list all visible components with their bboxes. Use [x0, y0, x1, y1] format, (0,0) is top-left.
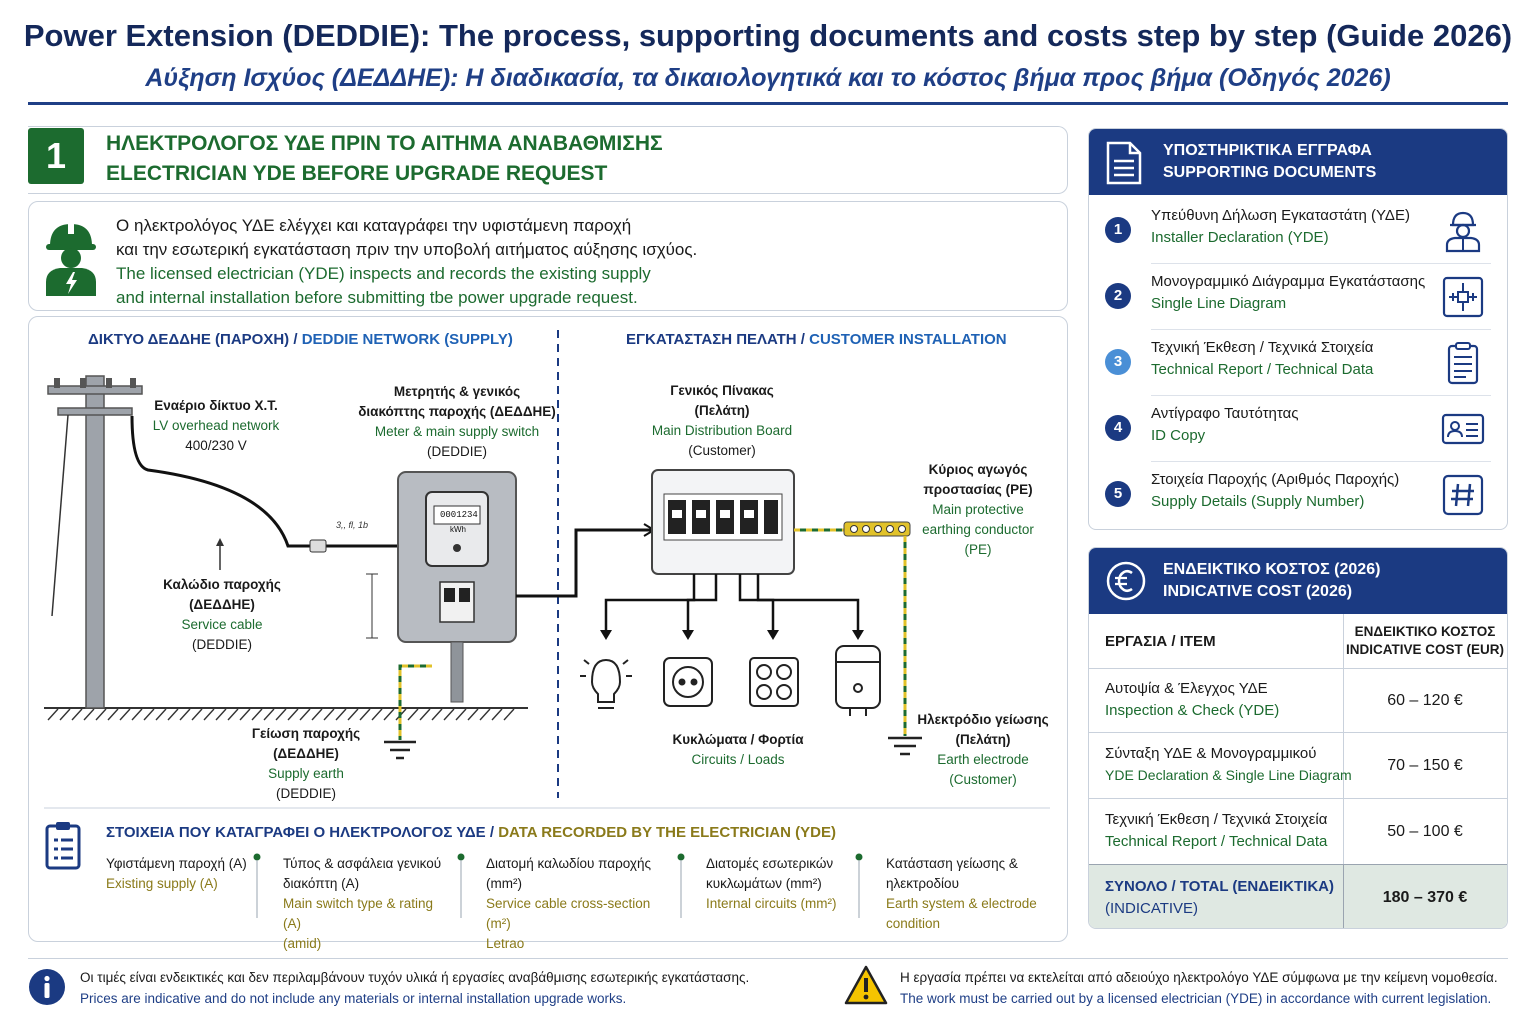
meter-reading: 0001234: [440, 510, 478, 520]
customer-earth-symbol: [888, 736, 922, 756]
column-divider: [1343, 865, 1344, 928]
cost-title-en: INDICATIVE COST (2026): [1163, 583, 1353, 600]
diagram-icon: [1442, 276, 1484, 318]
footer-note: Οι τιμές είναι ενδεικτικές και δεν περιλ…: [80, 970, 750, 1006]
recorded-data-heading: ΣΤΟΙΧΕΙΑ ΠΟΥ ΚΑΤΑΓΡΑΦΕΙ Ο ΗΛΕΚΤΡΟΛΟΓΟΣ Υ…: [106, 824, 836, 841]
document-item-4: 4 Αντίγραφο Ταυτότητας ID Copy: [1089, 395, 1507, 461]
document-separator: [1151, 395, 1491, 396]
supply-earth-symbol: [384, 740, 416, 760]
lamp-icon: [580, 658, 632, 709]
intro-text-en-1: The licensed electrician (YDE) inspects …: [116, 264, 651, 283]
worker-icon: [1445, 211, 1481, 253]
meter-cabinet: [397, 471, 517, 703]
cable-note: 3,, fl, 1b: [336, 520, 369, 530]
documents-panel: ΥΠΟΣΤΗΡΙΚΤΙΚΑ ΕΓΓΡΑΦΑ SUPPORTING DOCUMEN…: [1088, 128, 1508, 530]
step-header-frame: [28, 126, 1068, 194]
network-section-heading: ΔΙΚΤΥΟ ΔΕΔΔΗΕ (ΠΑΡΟΧΗ) / DEDDIE NETWORK …: [88, 331, 513, 348]
pe-conductor-label: Κύριος αγωγός προστασίας (PE) Main prote…: [922, 462, 1034, 557]
cost-table-header: ΕΡΓΑΣΙΑ / ITEM ΕΝΔΕΙΚΤΙΚΟ ΚΟΣΤΟΣ INDICAT…: [1089, 614, 1507, 669]
clipboard-icon: [1447, 342, 1479, 385]
recorded-separator-2: [457, 853, 465, 918]
row-separator: [1089, 732, 1507, 733]
documents-title-gr: ΥΠΟΣΤΗΡΙΚΤΙΚΑ ΕΓΓΡΑΦΑ: [1163, 142, 1372, 159]
water-heater-icon: [835, 645, 881, 716]
distribution-board-label: Γενικός Πίνακας (Πελάτη) Main Distributi…: [651, 383, 793, 458]
page-title: Power Extension (DEDDIE): The process, s…: [23, 18, 1513, 53]
recorded-item-5: Κατάσταση γείωσης &ηλεκτροδίου Earth sys…: [886, 856, 1037, 931]
info-icon: [29, 969, 65, 1005]
supply-earth-label: Γείωση παροχής (ΔΕΔΔΗΕ) Supply earth (DE…: [251, 726, 361, 801]
meter-unit: kWh: [450, 525, 466, 534]
document-item-3: 3 Τεχνική Έκθεση / Τεχνικά Στοιχεία Tech…: [1089, 329, 1507, 395]
document-item-2: 2 Μονογραμμικό Διάγραμμα Εγκατάστασης Si…: [1089, 263, 1507, 329]
document-icon: [1106, 141, 1142, 185]
service-cable-label: Καλώδιο παροχής (ΔΕΔΔΗΕ) Service cable (…: [163, 577, 281, 652]
step-number-badge: 1: [28, 128, 84, 184]
warning-icon: [844, 965, 888, 1005]
id-card-icon: [1441, 413, 1485, 445]
overhead-network-label: Εναέριο δίκτυο Χ.Τ. LV overhead network …: [152, 398, 280, 453]
cost-row-1: Αυτοψία & Έλεγχος ΥΔΕ Inspection & Check…: [1105, 680, 1463, 719]
column-cost-header-gr: ΕΝΔΕΙΚΤΙΚΟ ΚΟΣΤΟΣ: [1354, 624, 1496, 639]
cost-row-2: Σύνταξη ΥΔΕ & Μονογραμμικού YDE Declarat…: [1105, 745, 1463, 783]
checklist-icon: [45, 822, 81, 870]
document-separator: [1151, 461, 1491, 462]
document-separator: [1151, 329, 1491, 330]
recorded-separator-4: [855, 853, 863, 918]
intro-text-en-2: and internal installation before submitt…: [116, 288, 638, 307]
footer-divider: [28, 958, 1508, 959]
intro-panel: [28, 201, 1068, 311]
page-subtitle: Αύξηση Ισχύος (ΔΕΔΔΗΕ): Η διαδικασία, τα…: [145, 64, 1391, 92]
documents-header: ΥΠΟΣΤΗΡΙΚΤΙΚΑ ΕΓΓΡΑΦΑ SUPPORTING DOCUMEN…: [1089, 129, 1507, 195]
recorded-item-1: Υφιστάμενη παροχή (A)Existing supply (A): [106, 856, 247, 891]
intro-text-gr-1: Ο ηλεκτρολόγος ΥΔΕ ελέγχει και καταγράφε…: [116, 216, 632, 235]
customer-section-heading: ΕΓΚΑΤΑΣΤΑΣΗ ΠΕΛΑΤΗ / CUSTOMER INSTALLATI…: [626, 331, 1007, 348]
documents-title-en: SUPPORTING DOCUMENTS: [1163, 164, 1377, 181]
column-divider: [1343, 614, 1344, 668]
earth-electrode-label: Ηλεκτρόδιο γείωσης (Πελάτη) Earth electr…: [917, 712, 1049, 787]
cost-title-gr: ΕΝΔΕΙΚΤΙΚΟ ΚΟΣΤΟΣ (2026): [1163, 561, 1381, 578]
intro-text-gr-2: και την εσωτερική εγκατάσταση πριν την υ…: [116, 240, 698, 259]
total-label-gr: ΣΥΝΟΛΟ / TOTAL (ΕΝΔΕΙΚΤΙΚΑ): [1105, 878, 1334, 895]
footer-warning: Η εργασία πρέπει να εκτελείται από αδειο…: [900, 970, 1498, 1006]
step-title-gr: ΗΛΕΚΤΡΟΛΟΓΟΣ ΥΔΕ ΠΡΙΝ ΤΟ ΑΙΤΗΜΑ ΑΝΑΒΑΘΜΙ…: [106, 132, 663, 155]
step-title-en: ELECTRICIAN YDE BEFORE UPGRADE REQUEST: [106, 162, 608, 185]
document-item-1: 1 Υπεύθυνη Δήλωση Εγκαταστάτη (ΥΔΕ) Inst…: [1089, 197, 1507, 263]
circuits-label: Κυκλώματα / Φορτία Circuits / Loads: [672, 732, 804, 767]
cost-total-row: ΣΥΝΟΛΟ / TOTAL (ΕΝΔΕΙΚΤΙΚΑ) (INDICATIVE)…: [1089, 864, 1507, 928]
diagram-panel: [28, 316, 1068, 942]
row-separator: [1089, 798, 1507, 799]
column-cost-header-en: INDICATIVE COST (EUR): [1346, 642, 1504, 657]
cooktop-icon: [749, 657, 799, 707]
utility-pole: [47, 375, 143, 709]
socket-icon: [663, 657, 713, 707]
euro-icon: [1106, 561, 1146, 601]
cost-row-3: Τεχνική Έκθεση / Τεχνικά Στοιχεία Techni…: [1105, 811, 1463, 850]
document-separator: [1151, 263, 1491, 264]
cost-header: ΕΝΔΕΙΚΤΙΚΟ ΚΟΣΤΟΣ (2026) INDICATIVE COST…: [1089, 548, 1507, 614]
cost-panel: ΕΝΔΕΙΚΤΙΚΟ ΚΟΣΤΟΣ (2026) INDICATIVE COST…: [1088, 547, 1508, 929]
hash-icon: [1442, 474, 1484, 516]
title-divider: [28, 102, 1508, 105]
recorded-separator-3: [677, 853, 685, 918]
column-item-header: ΕΡΓΑΣΙΑ / ITEM: [1105, 633, 1216, 650]
supply-diagram: [44, 330, 1050, 809]
electrician-icon: [46, 222, 96, 296]
meter-label: Μετρητής & γενικός διακόπτης παροχής (ΔΕ…: [358, 384, 556, 459]
recorded-separator-1: [253, 853, 261, 918]
distribution-board: [651, 469, 795, 575]
document-item-5: 5 Στοιχεία Παροχής (Αριθμός Παροχής) Sup…: [1089, 461, 1507, 527]
total-value: 180 – 370 €: [1382, 889, 1468, 906]
total-label-en: (INDICATIVE): [1105, 900, 1199, 917]
recorded-item-3: Διατομή καλωδίου παροχής(mm²) Service ca…: [486, 856, 651, 951]
